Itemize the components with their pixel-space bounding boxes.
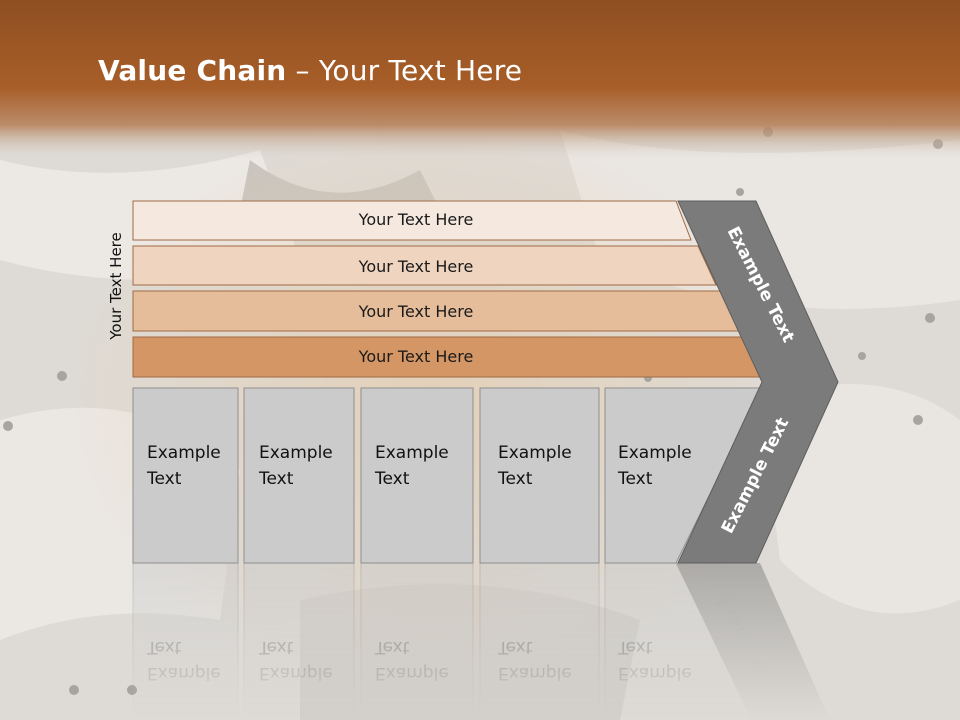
value-row-1-label: Your Text Here <box>358 210 474 229</box>
activity-cell-3-line2: Text <box>374 469 410 489</box>
value-row-4-label: Your Text Here <box>358 347 474 366</box>
activity-cell-4-line2: Text <box>497 469 533 489</box>
activity-rows: Your Text Here Your Text Here Your Text … <box>132 200 763 378</box>
activity-cell-1-line2: Text <box>146 469 182 489</box>
value-row-3-label: Your Text Here <box>358 302 474 321</box>
activity-cell-3-line1: Example <box>375 443 449 463</box>
activity-cell-1[interactable] <box>132 387 239 564</box>
activity-cells: Example Text Example Text Example Text E… <box>132 387 763 564</box>
svg-text:Example: Example <box>375 663 449 683</box>
svg-text:Text: Text <box>146 637 182 657</box>
svg-text:Example: Example <box>259 663 333 683</box>
activity-cell-5-line2: Text <box>617 469 653 489</box>
value-row-1[interactable] <box>132 200 692 241</box>
svg-text:Example: Example <box>498 663 572 683</box>
activity-cell-1-line1: Example <box>147 443 221 463</box>
diagram-reflection: Example Text Example Text Example Text Exam… <box>132 562 830 720</box>
svg-text:Example: Example <box>147 663 221 683</box>
activity-cell-4-line1: Example <box>498 443 572 463</box>
svg-text:Text: Text <box>374 637 410 657</box>
slide-title: Value Chain – Your Text Here <box>98 54 522 87</box>
svg-text:Example: Example <box>618 663 692 683</box>
activity-cell-2[interactable] <box>243 387 355 564</box>
activity-cell-4[interactable] <box>479 387 600 564</box>
activity-cell-3[interactable] <box>360 387 474 564</box>
svg-text:Text: Text <box>617 637 653 657</box>
title-bold: Value Chain <box>98 54 287 87</box>
title-rest: – Your Text Here <box>286 54 523 87</box>
value-row-2-label: Your Text Here <box>358 257 474 276</box>
svg-text:Text: Text <box>497 637 533 657</box>
activity-cell-2-line1: Example <box>259 443 333 463</box>
activity-cell-5[interactable] <box>604 387 763 564</box>
value-row-2[interactable] <box>132 245 717 286</box>
activity-cell-2-line2: Text <box>258 469 294 489</box>
svg-text:Text: Text <box>258 637 294 657</box>
activity-cell-5-line1: Example <box>618 443 692 463</box>
margin-chevron-shape[interactable] <box>677 200 839 564</box>
